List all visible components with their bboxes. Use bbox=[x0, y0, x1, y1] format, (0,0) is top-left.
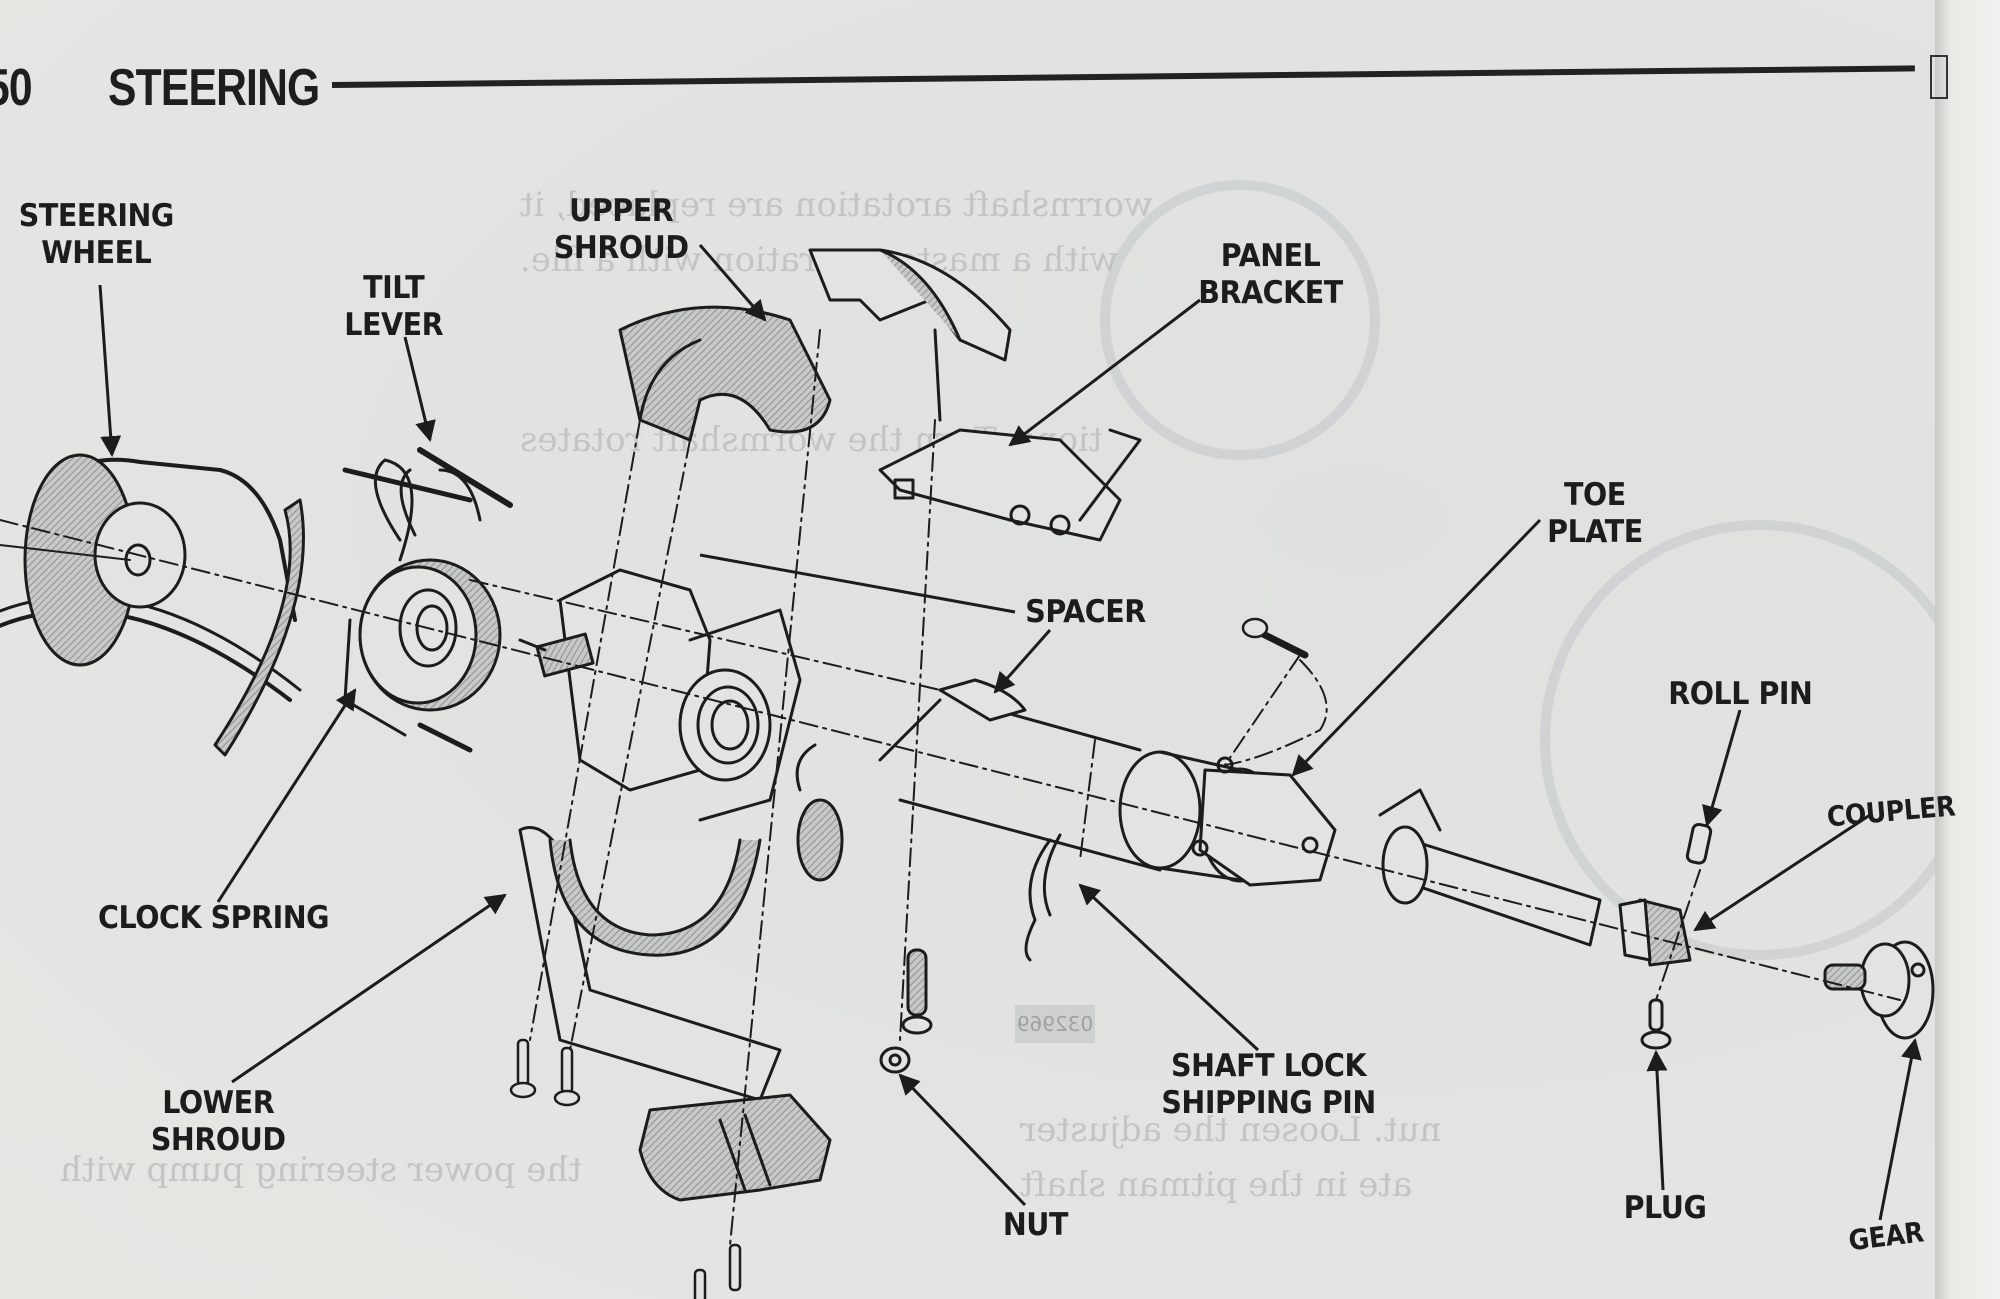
callout-line: PLATE bbox=[1547, 514, 1643, 550]
leader-steering-wheel bbox=[98, 284, 122, 458]
leader-upper-shroud bbox=[698, 244, 767, 322]
shipping-pin-part bbox=[1024, 833, 1062, 962]
callout-line: SHROUD bbox=[553, 230, 689, 266]
leader-gear bbox=[1878, 1037, 1922, 1221]
callout-line: SHIPPING PIN bbox=[1161, 1085, 1376, 1121]
gear-part bbox=[1823, 940, 1935, 1040]
callout-line: BRACKET bbox=[1198, 275, 1343, 311]
callout-line: SHAFT LOCK bbox=[1170, 1048, 1367, 1084]
toe-plate-part bbox=[1191, 756, 1337, 887]
leader-shipping-pin bbox=[1078, 883, 1260, 1052]
callout-line: UPPER bbox=[569, 193, 674, 229]
callout-line: PLUG bbox=[1623, 1190, 1707, 1226]
corner-marker bbox=[1930, 55, 1948, 99]
callout-shaft-lock-shipping-pin: SHAFT LOCK SHIPPING PIN bbox=[1161, 1048, 1376, 1122]
toe-plate-bolt-path bbox=[1224, 659, 1328, 766]
callout-line: SPACER bbox=[1025, 594, 1146, 630]
callout-toe-plate: TOE PLATE bbox=[1547, 477, 1643, 551]
callout-upper-shroud: UPPER SHROUD bbox=[554, 193, 689, 267]
callout-roll-pin: ROLL PIN bbox=[1668, 676, 1813, 713]
callout-line: STEERING bbox=[18, 198, 175, 234]
screws-part bbox=[509, 617, 1309, 1299]
spacer-part bbox=[878, 678, 1027, 762]
leader-lines bbox=[98, 244, 1922, 1221]
callout-line: LOWER bbox=[162, 1085, 275, 1121]
plug-part bbox=[1640, 998, 1672, 1050]
callout-panel-bracket: PANEL BRACKET bbox=[1198, 238, 1343, 312]
leader-roll-pin bbox=[1702, 709, 1742, 828]
show-through-sketch bbox=[1100, 180, 1380, 460]
leader-spacer-line bbox=[699, 553, 1016, 614]
callout-lower-shroud: LOWER SHROUD bbox=[151, 1085, 286, 1159]
callout-clock-spring: CLOCK SPRING bbox=[98, 900, 330, 937]
callout-line: WHEEL bbox=[41, 235, 152, 271]
spring-and-nut-part bbox=[879, 948, 933, 1074]
callout-plug: PLUG bbox=[1624, 1190, 1707, 1227]
lever-knob-part bbox=[795, 743, 844, 882]
callout-line: PANEL bbox=[1220, 238, 1321, 274]
leader-tilt-lever bbox=[403, 336, 436, 443]
page-edge bbox=[1935, 0, 2000, 1299]
callout-line: TILT bbox=[363, 270, 425, 306]
leader-nut bbox=[898, 1073, 1027, 1207]
callout-line: ROLL PIN bbox=[1668, 676, 1813, 712]
panel-bracket-part bbox=[878, 428, 1142, 542]
callout-tilt-lever: TILT LEVER bbox=[344, 270, 443, 344]
callout-line: NUT bbox=[1002, 1207, 1069, 1243]
clock-spring-part bbox=[343, 458, 502, 753]
callout-spacer: SPACER bbox=[1025, 594, 1146, 631]
callout-line: LEVER bbox=[344, 307, 444, 343]
callout-nut: NUT bbox=[1002, 1207, 1069, 1244]
leader-panel-bracket bbox=[1008, 298, 1201, 447]
section-title: STEERING bbox=[108, 59, 320, 117]
leader-lower-shroud bbox=[231, 893, 507, 1084]
upper-shroud-part bbox=[618, 248, 1012, 442]
leader-toe-plate bbox=[1291, 518, 1542, 777]
alignment-lines bbox=[0, 329, 1901, 1246]
callout-line: CLOCK SPRING bbox=[98, 900, 330, 936]
steering-wheel-part bbox=[0, 453, 305, 757]
leader-clock-spring bbox=[216, 688, 357, 903]
leader-spacer bbox=[993, 629, 1052, 694]
leader-coupler bbox=[1693, 813, 1871, 932]
intermediate-shaft-part bbox=[1378, 788, 1713, 967]
lower-shroud-part bbox=[518, 826, 832, 1202]
column-head-part bbox=[518, 568, 802, 822]
callout-line: TOE bbox=[1564, 477, 1626, 513]
leader-plug bbox=[1646, 1049, 1668, 1191]
tilt-lever-part bbox=[342, 447, 513, 522]
callout-line: SHROUD bbox=[150, 1122, 286, 1158]
page-number: 50 bbox=[0, 59, 33, 117]
callout-steering-wheel: STEERING WHEEL bbox=[18, 198, 175, 272]
